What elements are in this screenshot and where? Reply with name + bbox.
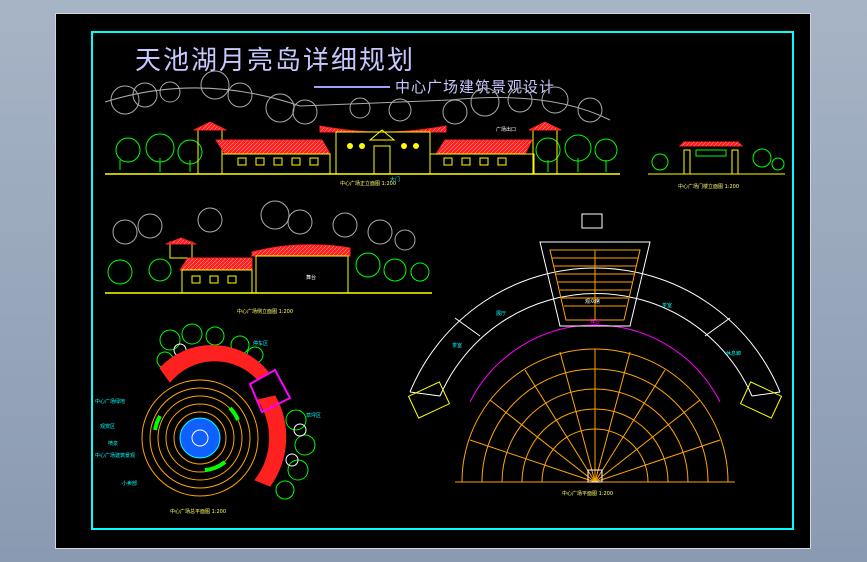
plan-label-left2: 茶室 <box>452 343 463 349</box>
site-label-5: 小卖部 <box>122 481 138 487</box>
site-label-4: 中心广场建筑景观 <box>95 453 136 459</box>
foreground-trees <box>115 133 618 172</box>
floor-plan <box>407 213 783 483</box>
site-label-1: 中心广场绿地 <box>95 399 126 405</box>
plan-label-right: 茶室 <box>662 303 673 309</box>
site-plan-caption: 中心广场总平面图 1:200 <box>170 509 226 515</box>
side-elevation <box>105 200 432 294</box>
site-label-e: 草坪区 <box>306 413 322 419</box>
gate-elevation <box>648 141 785 175</box>
floor-plan-caption: 中心广场平面图 1:200 <box>562 491 613 497</box>
site-plan <box>141 323 316 500</box>
site-label-ne: 停车区 <box>253 341 269 347</box>
site-label-2: 观赏区 <box>100 424 116 430</box>
plan-label-stage: 观众席 <box>585 299 601 305</box>
drawing-subtitle: 中心广场建筑景观设计 <box>395 78 556 96</box>
drawing-frame <box>91 31 794 530</box>
front-elevation-caption: 中心广场正立面图 1:200 <box>340 181 396 187</box>
plan-label-right2: 休息廊 <box>726 351 742 357</box>
site-label-3: 喷泉 <box>108 441 119 447</box>
drawing-title: 天池湖月亮岛详细规划 <box>135 46 416 76</box>
front-right-tag: 广场出口 <box>496 127 517 133</box>
plan-label-center: 舞台 <box>590 319 601 325</box>
front-center-tag: 大门 <box>390 177 401 183</box>
side-tag: 舞台 <box>306 275 317 281</box>
plan-label-left: 展厅 <box>496 311 507 317</box>
subtitle-rule <box>314 86 390 88</box>
front-elevation <box>104 70 620 175</box>
background-trees <box>104 70 611 125</box>
gate-elevation-caption: 中心广场门楼立面图 1:200 <box>678 184 739 190</box>
side-elevation-caption: 中心广场侧立面图 1:200 <box>237 309 293 315</box>
